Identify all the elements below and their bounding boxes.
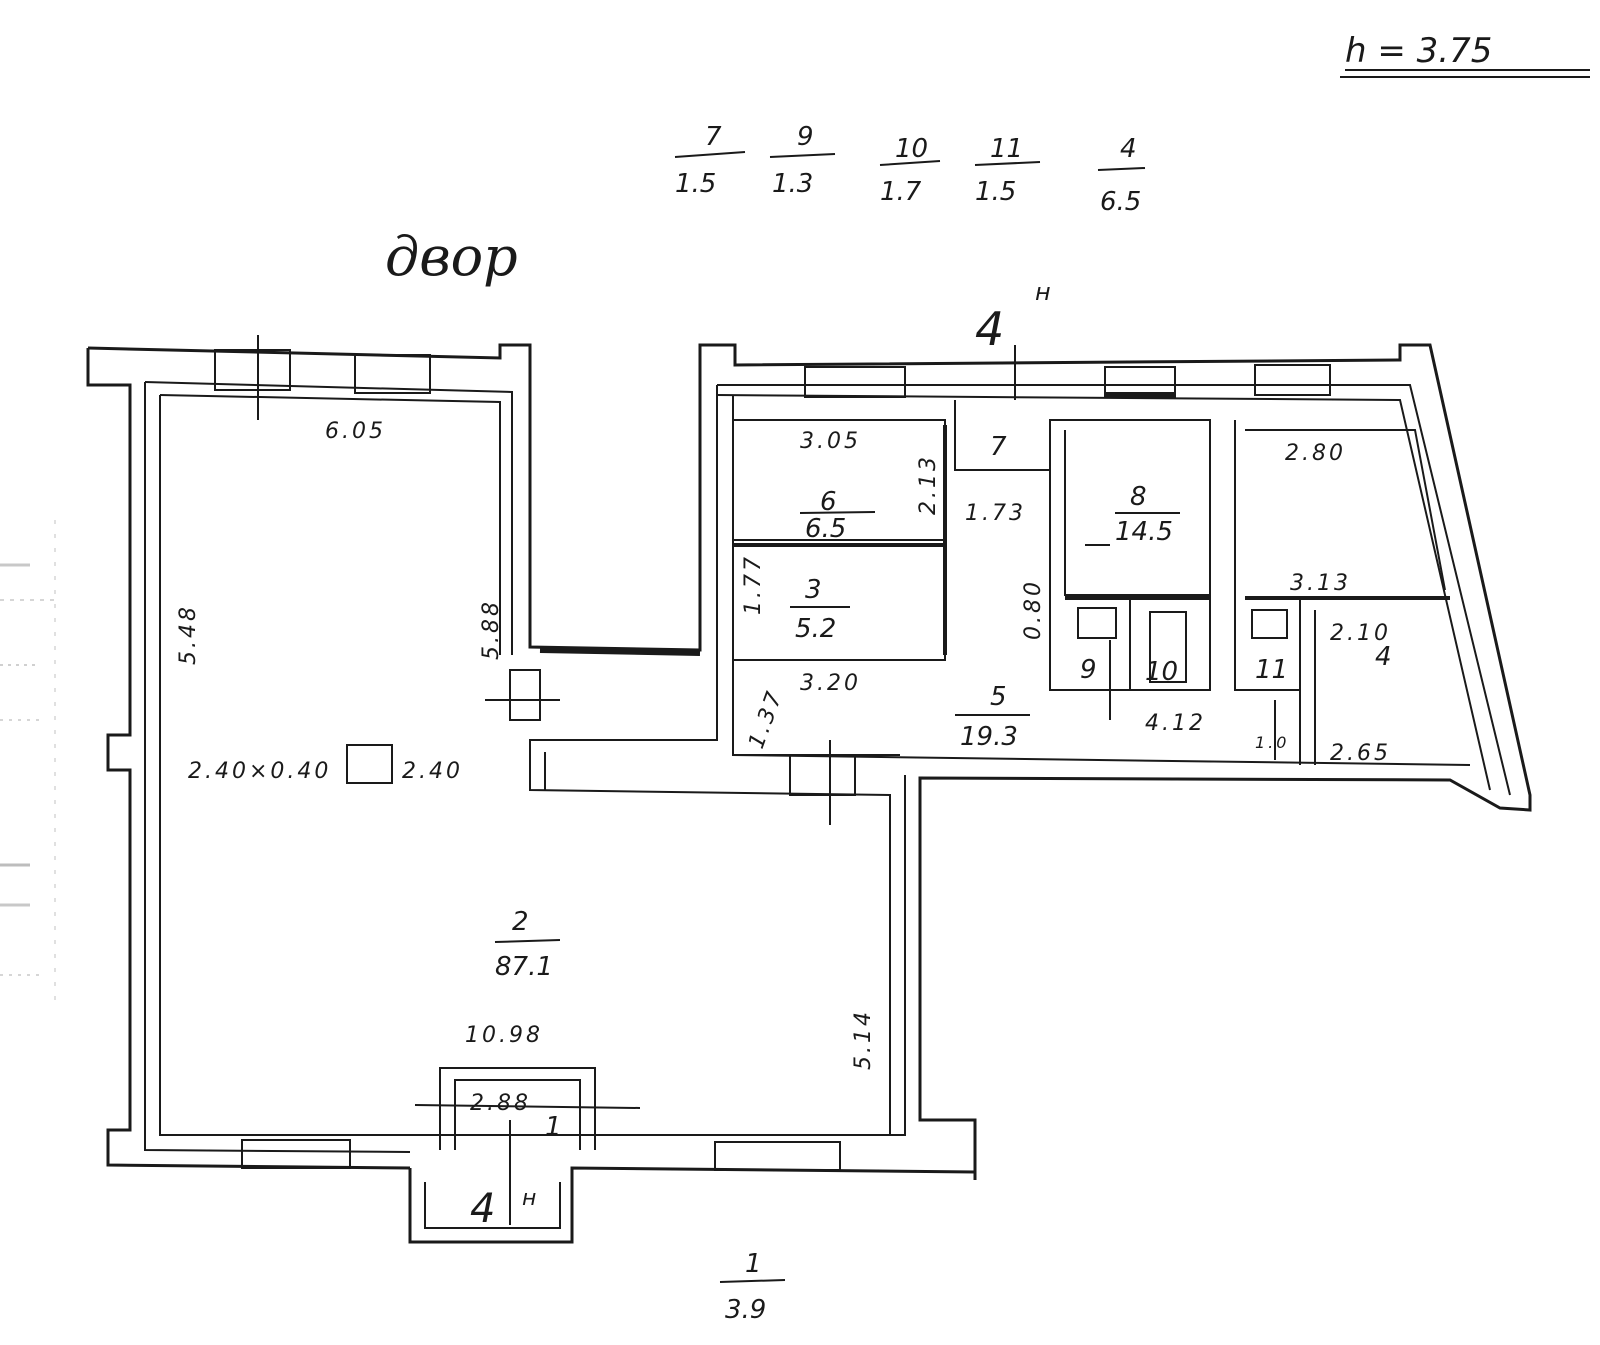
svg-text:4: 4 xyxy=(470,1186,495,1232)
svg-text:1: 1 xyxy=(745,1249,762,1279)
exterior-walls xyxy=(86,343,1532,1244)
svg-text:2: 2 xyxy=(512,907,529,937)
room-2: 2 87.1 xyxy=(494,907,561,982)
svg-text:3: 3 xyxy=(805,575,822,605)
legend-fraction-10: 10 1.7 xyxy=(879,134,941,207)
svg-text:6.5: 6.5 xyxy=(805,514,846,544)
legend-fraction-9: 9 1.3 xyxy=(769,122,836,199)
svg-text:1.77: 1.77 xyxy=(741,554,766,615)
corridor-partition xyxy=(539,647,701,656)
left-edge-scan-marks xyxy=(0,520,56,1000)
svg-text:3.13: 3.13 xyxy=(1290,571,1351,596)
svg-text:10.98: 10.98 xyxy=(465,1023,543,1048)
svg-text:2.13: 2.13 xyxy=(916,454,941,515)
legend-fraction-4: 4 6.5 xyxy=(1097,134,1146,217)
svg-text:7: 7 xyxy=(990,432,1007,462)
top-entrance-marker: 4 н xyxy=(975,278,1051,356)
svg-text:5.2: 5.2 xyxy=(795,614,836,644)
legend-fraction-7: 7 1.5 xyxy=(674,122,746,199)
svg-text:н: н xyxy=(522,1186,536,1211)
svg-text:14.5: 14.5 xyxy=(1115,517,1173,547)
svg-text:2.40: 2.40 xyxy=(402,759,463,784)
svg-text:2.40×0.40: 2.40×0.40 xyxy=(188,759,331,784)
svg-text:6.5: 6.5 xyxy=(1100,187,1141,217)
room-7: 7 xyxy=(990,432,1007,462)
svg-text:3.9: 3.9 xyxy=(725,1295,766,1325)
ceiling-height-label: h = 3.75 xyxy=(1345,31,1492,71)
svg-text:2.88: 2.88 xyxy=(470,1091,531,1116)
svg-text:1.5: 1.5 xyxy=(975,177,1016,207)
svg-text:10: 10 xyxy=(895,134,928,164)
svg-text:11: 11 xyxy=(990,134,1023,164)
svg-text:1.3: 1.3 xyxy=(772,169,813,199)
svg-text:1.7: 1.7 xyxy=(880,177,922,207)
svg-text:5.14: 5.14 xyxy=(851,1009,876,1070)
door-ticks xyxy=(257,335,1276,1225)
dimension-labels: 6.05 5.88 5.48 2.40×0.40 2.40 10.98 5.14… xyxy=(176,419,1391,1116)
column xyxy=(346,744,393,784)
room-1-number: 1 xyxy=(545,1112,562,1142)
svg-text:9: 9 xyxy=(797,122,814,152)
svg-text:н: н xyxy=(1035,278,1051,306)
svg-text:4.12: 4.12 xyxy=(1145,711,1206,736)
svg-text:7: 7 xyxy=(705,122,722,152)
room-5: 5 19.3 xyxy=(955,682,1030,752)
bottom-entrance-marker: 4 н xyxy=(470,1186,536,1232)
svg-text:5.88: 5.88 xyxy=(479,599,504,660)
svg-text:4: 4 xyxy=(975,302,1004,356)
legend-fraction-11: 11 1.5 xyxy=(974,134,1041,207)
svg-text:1.5: 1.5 xyxy=(675,169,716,199)
svg-text:87.1: 87.1 xyxy=(495,952,553,982)
svg-text:3.20: 3.20 xyxy=(800,671,861,696)
legend-fractions: 7 1.5 9 1.3 10 1.7 11 1.5 4 6.5 xyxy=(674,122,1146,217)
svg-text:2.80: 2.80 xyxy=(1285,441,1346,466)
room-4-number: 4 xyxy=(1375,642,1392,672)
svg-text:5.48: 5.48 xyxy=(176,604,201,665)
svg-text:2.65: 2.65 xyxy=(1330,741,1391,766)
room-9-number: 9 xyxy=(1080,655,1097,685)
svg-text:1.37: 1.37 xyxy=(744,686,788,752)
windows xyxy=(214,349,1331,1171)
room-8: 8 14.5 xyxy=(1115,482,1180,547)
room-10-number: 10 xyxy=(1145,657,1178,687)
yard-label: двор xyxy=(385,225,518,288)
svg-text:3.05: 3.05 xyxy=(800,429,861,454)
svg-text:8: 8 xyxy=(1130,482,1147,512)
room-11-number: 11 xyxy=(1255,655,1288,685)
room-6: 6 6.5 xyxy=(799,487,876,544)
svg-text:1.73: 1.73 xyxy=(965,501,1026,526)
svg-text:0.80: 0.80 xyxy=(1021,579,1046,640)
svg-text:6: 6 xyxy=(820,487,837,517)
svg-text:1.0: 1.0 xyxy=(1255,733,1289,752)
svg-text:4: 4 xyxy=(1120,134,1137,164)
room-3: 3 5.2 xyxy=(790,575,850,644)
svg-text:2.10: 2.10 xyxy=(1330,621,1391,646)
interior-partitions xyxy=(346,400,1450,784)
svg-text:5: 5 xyxy=(990,682,1007,712)
svg-text:19.3: 19.3 xyxy=(960,722,1018,752)
bottom-fraction: 1 3.9 xyxy=(719,1249,786,1325)
svg-text:6.05: 6.05 xyxy=(325,419,386,444)
